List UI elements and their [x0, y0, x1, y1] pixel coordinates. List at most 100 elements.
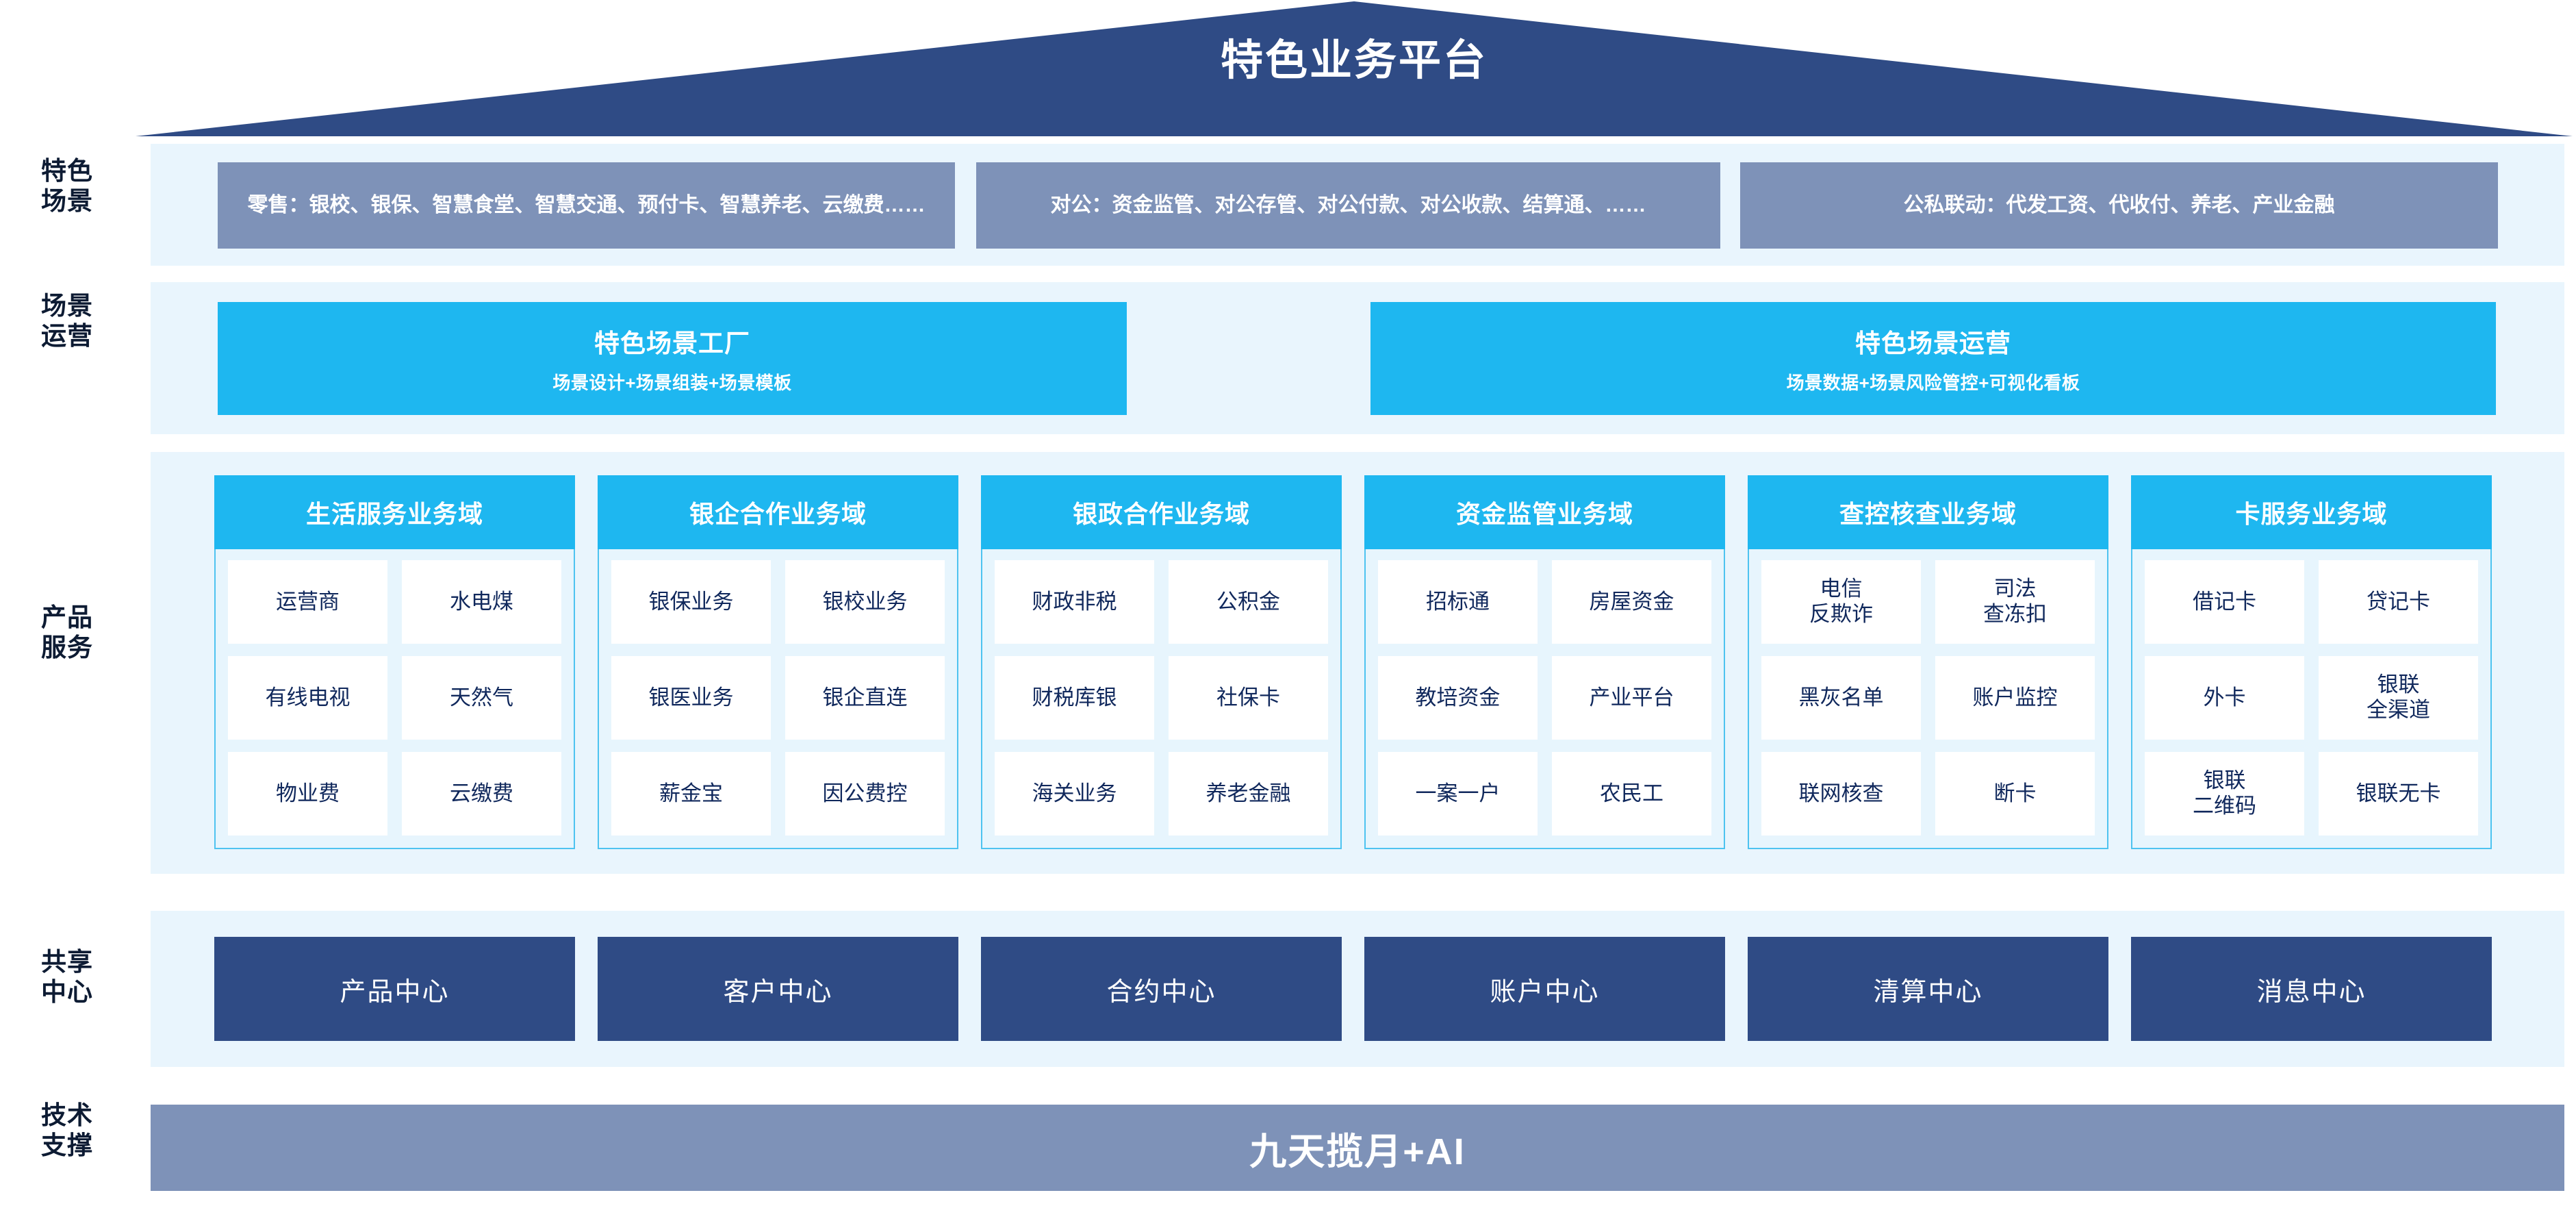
ops-box-scene-factory-title: 特色场景工厂	[594, 329, 750, 357]
tile-label: 财政非税	[1032, 589, 1117, 614]
tile-item[interactable]: 因公费控	[785, 752, 945, 835]
tile-label: 银联	[2377, 672, 2420, 697]
tile-item[interactable]: 司法查冻扣	[1935, 560, 2095, 644]
tile-label: 黑灰名单	[1798, 685, 1884, 709]
tile-item[interactable]: 电信反欺诈	[1761, 560, 1921, 644]
scene-box-public-private[interactable]: 公私联动：代发工资、代收付、养老、产业金融	[1740, 162, 2498, 249]
center-box-message-label: 消息中心	[2256, 977, 2367, 1007]
ops-box-scene-factory[interactable]: 特色场景工厂 场景设计+场景组装+场景模板	[218, 302, 1127, 415]
tile-item[interactable]: 借记卡	[2145, 560, 2304, 644]
tile-item[interactable]: 农民工	[1552, 752, 1711, 835]
tile-label: 物业费	[276, 781, 340, 805]
tile-item[interactable]: 海关业务	[995, 752, 1154, 835]
row-label-operations-line2: 运营	[41, 321, 93, 350]
tile-row: 有线电视 天然气	[228, 656, 561, 740]
tile-item[interactable]: 教培资金	[1378, 656, 1538, 740]
center-box-product[interactable]: 产品中心	[214, 937, 575, 1041]
tile-item[interactable]: 养老金融	[1169, 752, 1328, 835]
tile-label: 一案一户	[1415, 781, 1501, 805]
tile-item[interactable]: 银保业务	[611, 560, 771, 644]
tile-label: 联网核查	[1798, 781, 1884, 805]
tile-label: 社保卡	[1216, 685, 1280, 709]
row-label-products-line2: 服务	[41, 633, 93, 662]
center-box-customer[interactable]: 客户中心	[598, 937, 958, 1041]
tile-item[interactable]: 房屋资金	[1552, 560, 1711, 644]
domain-card-bank-enterprise-body: 银保业务 银校业务 银医业务 银企直连 薪金宝 因公费控	[598, 549, 958, 849]
platform-banner: 特色业务平台	[136, 1, 2573, 136]
tile-label: 司法	[1993, 577, 2037, 601]
scene-box-retail[interactable]: 零售：银校、银保、智慧食堂、智慧交通、预付卡、智慧养老、云缴费……	[218, 162, 955, 249]
tile-label-2: 全渠道	[2367, 698, 2430, 722]
tile-label: 贷记卡	[2367, 589, 2430, 614]
center-box-message[interactable]: 消息中心	[2131, 937, 2492, 1041]
tile-label: 账户监控	[1972, 685, 2058, 709]
tile-row: 银医业务 银企直连	[611, 656, 945, 740]
tile-item[interactable]: 有线电视	[228, 656, 387, 740]
domain-card-card-service-body: 借记卡 贷记卡 外卡 银联全渠道 银联二维码 银联无卡	[2131, 549, 2492, 849]
domain-card-fund-supervision[interactable]: 资金监管业务域 招标通 房屋资金 教培资金 产业平台 一案	[1364, 475, 1725, 849]
tile-label: 银联	[2203, 768, 2246, 793]
tile-label: 银保业务	[648, 589, 734, 614]
tile-item[interactable]: 银医业务	[611, 656, 771, 740]
tile-item[interactable]: 断卡	[1935, 752, 2095, 835]
tile-item[interactable]: 银联二维码	[2145, 752, 2304, 835]
tech-support-label: 九天揽月+AI	[1249, 1131, 1466, 1172]
row-label-scenes-line2: 场景	[41, 186, 93, 215]
tile-item[interactable]: 云缴费	[402, 752, 561, 835]
domain-card-investigation-control-title: 查控核查业务域	[1748, 475, 2108, 549]
tile-label: 房屋资金	[1589, 589, 1674, 614]
tile-item[interactable]: 银联全渠道	[2319, 656, 2478, 740]
tile-item[interactable]: 公积金	[1169, 560, 1328, 644]
tile-label: 有线电视	[265, 685, 350, 709]
tile-item[interactable]: 运营商	[228, 560, 387, 644]
tile-item[interactable]: 社保卡	[1169, 656, 1328, 740]
tile-item[interactable]: 贷记卡	[2319, 560, 2478, 644]
domain-card-life-service[interactable]: 生活服务业务域 运营商 水电煤 有线电视 天然气 物业费	[214, 475, 575, 849]
tile-label: 外卡	[2203, 685, 2246, 709]
tile-item[interactable]: 水电煤	[402, 560, 561, 644]
row-label-scenes: 特色 场景	[0, 156, 134, 216]
domain-card-card-service[interactable]: 卡服务业务域 借记卡 贷记卡 外卡 银联全渠道 银联二维码	[2131, 475, 2492, 849]
domain-card-bank-enterprise[interactable]: 银企合作业务域 银保业务 银校业务 银医业务 银企直连 薪	[598, 475, 958, 849]
tile-label: 农民工	[1600, 781, 1663, 805]
tile-item[interactable]: 招标通	[1378, 560, 1538, 644]
tile-item[interactable]: 天然气	[402, 656, 561, 740]
domain-card-bank-government[interactable]: 银政合作业务域 财政非税 公积金 财税库银 社保卡 海关业	[981, 475, 1342, 849]
ops-box-scene-operation[interactable]: 特色场景运营 场景数据+场景风险管控+可视化看板	[1370, 302, 2496, 415]
row-label-shared-centers: 共享 中心	[0, 947, 134, 1007]
tile-item[interactable]: 银校业务	[785, 560, 945, 644]
center-box-settlement[interactable]: 清算中心	[1748, 937, 2108, 1041]
tech-support-bar[interactable]: 九天揽月+AI	[151, 1105, 2564, 1191]
tile-item[interactable]: 账户监控	[1935, 656, 2095, 740]
tile-item[interactable]: 联网核查	[1761, 752, 1921, 835]
ops-box-scene-factory-subtitle: 场景设计+场景组装+场景模板	[552, 373, 792, 393]
tile-item[interactable]: 产业平台	[1552, 656, 1711, 740]
tile-item[interactable]: 财政非税	[995, 560, 1154, 644]
scene-box-retail-text: 零售：银校、银保、智慧食堂、智慧交通、预付卡、智慧养老、云缴费……	[247, 193, 926, 216]
domain-card-investigation-control[interactable]: 查控核查业务域 电信反欺诈 司法查冻扣 黑灰名单 账户监控	[1748, 475, 2108, 849]
center-box-account[interactable]: 账户中心	[1364, 937, 1725, 1041]
tile-label: 教培资金	[1415, 685, 1501, 709]
tile-item[interactable]: 银企直连	[785, 656, 945, 740]
tile-item[interactable]: 黑灰名单	[1761, 656, 1921, 740]
center-box-contract[interactable]: 合约中心	[981, 937, 1342, 1041]
tile-label: 招标通	[1426, 589, 1490, 614]
tile-item[interactable]: 银联无卡	[2319, 752, 2478, 835]
tile-label: 薪金宝	[659, 781, 723, 805]
domain-card-card-service-title: 卡服务业务域	[2131, 475, 2492, 549]
tile-item[interactable]: 外卡	[2145, 656, 2304, 740]
tile-item[interactable]: 财税库银	[995, 656, 1154, 740]
scene-box-corporate[interactable]: 对公：资金监管、对公存管、对公付款、对公收款、结算通、……	[976, 162, 1720, 249]
platform-title: 特色业务平台	[1220, 37, 1488, 84]
tile-row: 运营商 水电煤	[228, 560, 561, 644]
tile-item[interactable]: 薪金宝	[611, 752, 771, 835]
tile-row: 财政非税 公积金	[995, 560, 1328, 644]
tile-item[interactable]: 物业费	[228, 752, 387, 835]
domain-card-bank-government-body: 财政非税 公积金 财税库银 社保卡 海关业务 养老金融	[981, 549, 1342, 849]
tile-label: 银校业务	[822, 589, 908, 614]
domain-card-fund-supervision-body: 招标通 房屋资金 教培资金 产业平台 一案一户 农民工	[1364, 549, 1725, 849]
tile-item[interactable]: 一案一户	[1378, 752, 1538, 835]
row-label-shared-centers-line2: 中心	[41, 977, 93, 1006]
tile-label: 银医业务	[648, 685, 734, 709]
center-box-customer-label: 客户中心	[723, 977, 833, 1007]
